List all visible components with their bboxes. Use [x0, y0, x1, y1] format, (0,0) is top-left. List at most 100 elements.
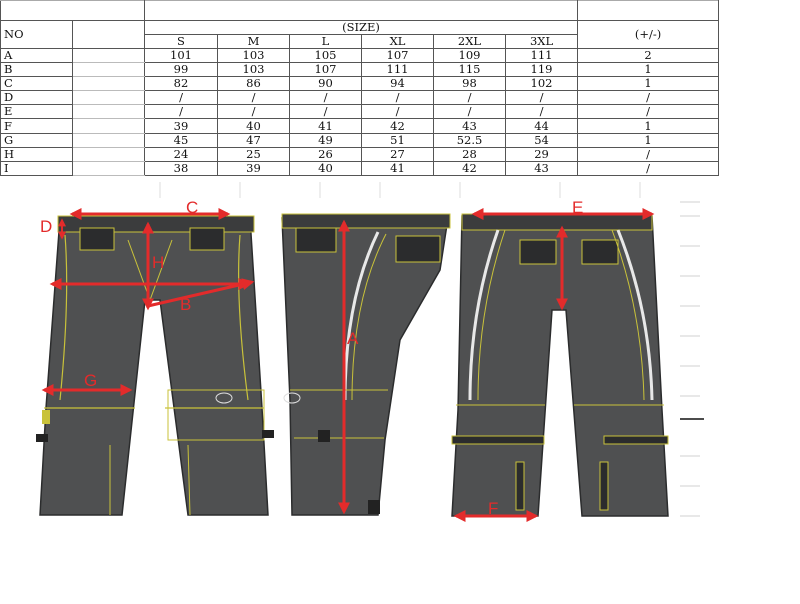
pants-technical-drawing: C D H B G A E F	[36, 182, 704, 522]
measurement-value: 45	[144, 132, 218, 148]
measurement-value: 109	[433, 47, 506, 63]
measurement-value: /	[289, 104, 362, 120]
measurement-value: 54	[504, 132, 579, 148]
measurement-value: 29	[504, 146, 579, 162]
measurement-code: D	[0, 90, 73, 106]
measurement-code: H	[0, 146, 73, 162]
measurement-code: B	[0, 61, 73, 78]
size-label-2xl: 2XL	[433, 33, 506, 49]
measurement-code: C	[0, 76, 73, 92]
measurement-description	[72, 61, 145, 78]
measurement-value: 42	[433, 160, 506, 177]
table-top-row	[0, 0, 720, 21]
measurement-value: 52.5	[433, 132, 506, 148]
label-g: G	[84, 371, 97, 390]
measurement-row: D///////	[0, 90, 720, 106]
measurement-value: 105	[289, 47, 362, 63]
measurement-value: 82	[144, 76, 218, 92]
measurement-value: 41	[361, 160, 434, 177]
measurement-value: 99	[144, 61, 218, 78]
measurement-value: /	[433, 90, 506, 106]
measurement-description	[72, 90, 145, 106]
tolerance-value: /	[577, 146, 720, 162]
measurement-value: 40	[289, 160, 362, 177]
measurement-value: 38	[144, 160, 218, 177]
measurement-value: 28	[433, 146, 506, 162]
measurement-value: 49	[289, 132, 362, 148]
measurement-value: 86	[217, 76, 290, 92]
measurement-value: /	[144, 90, 218, 106]
measurement-value: /	[433, 104, 506, 120]
measurement-value: /	[217, 104, 290, 120]
measurement-value: /	[504, 90, 579, 106]
tolerance-header: (+/-)	[577, 19, 720, 49]
pants-back-view	[451, 213, 669, 517]
measurement-value: 115	[433, 61, 506, 78]
table-header-row-1: NO (SIZE) (+/-)	[0, 19, 720, 49]
measurement-value: 26	[289, 146, 362, 162]
size-header: (SIZE)	[143, 19, 579, 35]
measurement-value: 47	[217, 132, 290, 148]
measurement-value: 107	[361, 47, 434, 63]
tolerance-value: /	[577, 90, 720, 106]
label-a: A	[347, 329, 359, 348]
measurement-value: 40	[217, 118, 290, 134]
measurement-code: G	[0, 132, 73, 148]
measurement-value: /	[217, 90, 290, 106]
tolerance-value: 1	[577, 132, 720, 148]
measurement-value: 42	[361, 118, 434, 134]
measurement-value: /	[504, 104, 579, 120]
tolerance-value: 2	[577, 47, 720, 63]
measurement-value: 107	[289, 61, 362, 78]
measurement-value: 94	[361, 76, 434, 92]
measurement-value: 102	[504, 76, 579, 92]
measurement-value: 51	[361, 132, 434, 148]
tolerance-value: 1	[577, 118, 720, 134]
label-d: D	[40, 217, 52, 236]
measurement-description	[72, 104, 145, 120]
size-label-s: S	[144, 33, 218, 49]
tolerance-value: /	[577, 160, 720, 177]
size-label-xl: XL	[361, 33, 434, 49]
measurement-value: 111	[504, 47, 579, 63]
measurement-value: /	[289, 90, 362, 106]
measurement-value: 90	[289, 76, 362, 92]
measurement-value: 27	[361, 146, 434, 162]
measurement-value: 39	[144, 118, 218, 134]
measurement-value: 111	[361, 61, 434, 78]
measurement-value: 41	[289, 118, 362, 134]
label-b: B	[180, 295, 191, 314]
pants-side-view	[281, 213, 451, 516]
guide-ticks	[159, 182, 641, 198]
measurement-description	[72, 76, 145, 92]
measurement-description	[72, 132, 145, 148]
measurement-arrows	[41, 208, 655, 522]
measurement-value: 119	[504, 61, 579, 78]
size-label-m: M	[217, 33, 290, 49]
measurement-value: 39	[217, 160, 290, 177]
measurement-row: E///////	[0, 104, 720, 120]
measurement-description	[72, 118, 145, 134]
label-h: H	[152, 253, 164, 272]
ruler-ticks	[680, 201, 704, 517]
measurement-code: E	[0, 104, 73, 120]
measurement-value: /	[361, 90, 434, 106]
measurement-value: 43	[504, 160, 579, 177]
measurement-value: 44	[504, 118, 579, 134]
measurement-value: 101	[144, 47, 218, 63]
measurement-description	[72, 47, 145, 63]
measurement-value: 103	[217, 61, 290, 78]
measurement-value: 24	[144, 146, 218, 162]
measurement-value: 98	[433, 76, 506, 92]
measurement-code: A	[0, 47, 73, 63]
size-label-l: L	[289, 33, 362, 49]
measurement-code: F	[0, 118, 73, 134]
